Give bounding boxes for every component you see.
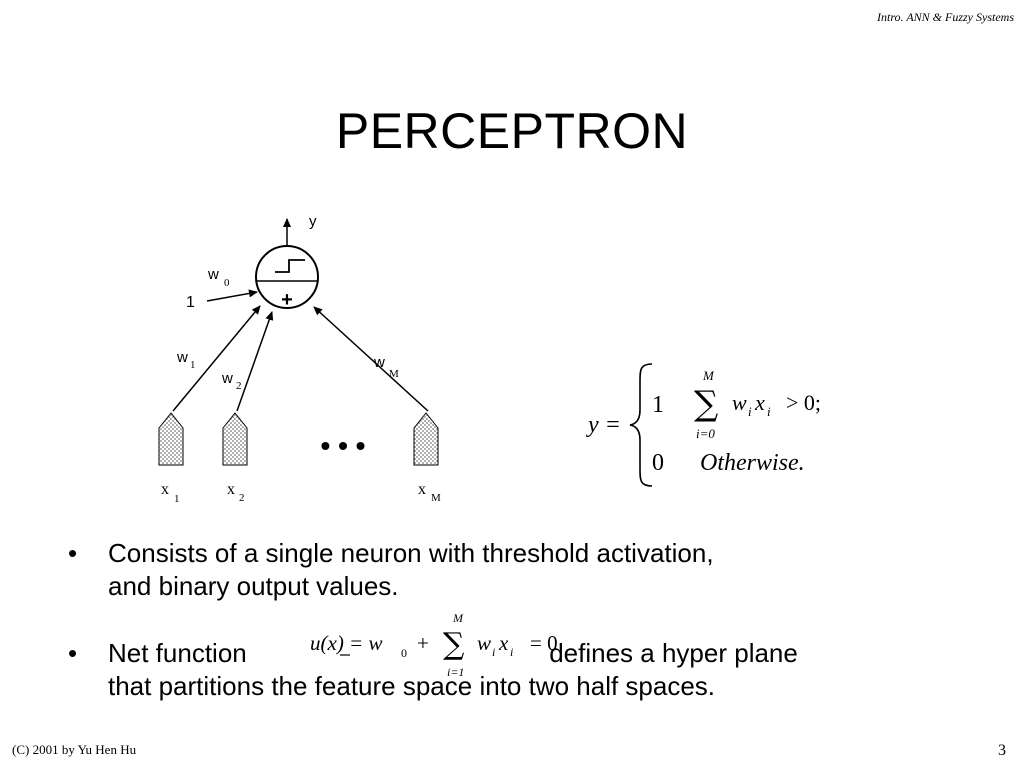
input-label-1-subscript: 1 (174, 493, 180, 505)
bias-input-label: 1 (186, 294, 195, 311)
bullet2-line1: Net function defines a hyper plane (108, 637, 940, 670)
output-equation: y = 1 M ∑ i=0 w i x i > 0; 0 Otherwise. (586, 363, 821, 487)
bullet1-line1: Consists of a single neuron with thresho… (108, 538, 714, 568)
weight-label-m: w (373, 354, 385, 371)
bullet-symbol: • (68, 638, 78, 668)
weight-arrow-1 (172, 305, 261, 412)
net-term-x: x (498, 631, 509, 655)
output-label: y (309, 213, 317, 230)
case1-value: 1 (652, 392, 664, 418)
net-summation-symbol: ∑ (443, 627, 465, 662)
slide-title: PERCEPTRON (335, 103, 689, 159)
input-node-m (413, 412, 439, 466)
summation-plus-sign: + (281, 289, 293, 311)
bullet-item-2: • Net function defines a hyper plane tha… (68, 637, 940, 703)
bullet2-text-before: Net function (108, 638, 247, 668)
bullet-symbol: • (68, 538, 78, 568)
term-w: w (732, 390, 747, 415)
copyright-footer: (C) 2001 by Yu Hen Hu (12, 742, 137, 757)
input-label-2-subscript: 2 (239, 492, 245, 504)
term-x: x (754, 390, 765, 415)
input-node-2 (222, 412, 248, 466)
net-function-equation: u(x) = w 0 + M ∑ i=1 w i x i = 0 (310, 611, 558, 679)
summation-symbol: ∑ (694, 384, 718, 424)
net-term-x-sub: i (510, 645, 513, 659)
input-label-1: x (161, 481, 169, 498)
weight-label-2: w (221, 370, 233, 387)
sum-lower-limit: i=0 (696, 426, 715, 441)
inputs-ellipsis: • • • (321, 430, 366, 461)
weight-arrow-2 (236, 311, 274, 412)
bias-arrow (206, 289, 258, 302)
left-curly-brace (629, 363, 653, 487)
net-plus: + (417, 631, 429, 655)
net-term-w-sub: i (492, 645, 495, 659)
bullet2-text-after: defines a hyper plane (549, 638, 798, 668)
bias-weight-label: w (207, 266, 219, 283)
net-sum-lower: i=1 (447, 665, 464, 679)
page-number: 3 (998, 742, 1006, 759)
step-function-icon (275, 259, 305, 273)
term-x-sub: i (767, 404, 771, 419)
sum-upper-limit: M (702, 368, 715, 383)
neuron-unit: + (255, 245, 319, 311)
input-label-m: x (418, 481, 426, 498)
course-header: Intro. ANN & Fuzzy Systems (877, 10, 1014, 24)
weight-label-1: w (176, 349, 188, 366)
case1-condition: > 0; (786, 390, 821, 415)
bullet1-line2: and binary output values. (108, 571, 399, 601)
case2-condition: Otherwise. (700, 450, 805, 476)
weight-label-1-subscript: 1 (190, 359, 196, 371)
weight-label-2-subscript: 2 (236, 380, 242, 392)
net-term-w: w (477, 631, 491, 655)
weight-arrow-m (313, 306, 429, 412)
net-lhs: u(x) = w (310, 631, 383, 655)
net-sum-upper: M (452, 611, 464, 625)
bullet2-line2: that partitions the feature space into t… (108, 671, 716, 701)
bias-weight-subscript: 0 (224, 277, 230, 289)
equation-lhs: y = (586, 412, 621, 438)
input-label-m-subscript: M (431, 492, 441, 504)
input-node-1 (158, 412, 184, 466)
term-w-sub: i (748, 404, 752, 419)
net-rhs: = 0 (530, 631, 558, 655)
input-label-2: x (227, 481, 235, 498)
case2-value: 0 (652, 450, 664, 476)
net-lhs-subscript: 0 (401, 646, 407, 660)
bullet-item-1: • Consists of a single neuron with thres… (68, 537, 940, 603)
weight-label-m-subscript: M (389, 368, 399, 380)
